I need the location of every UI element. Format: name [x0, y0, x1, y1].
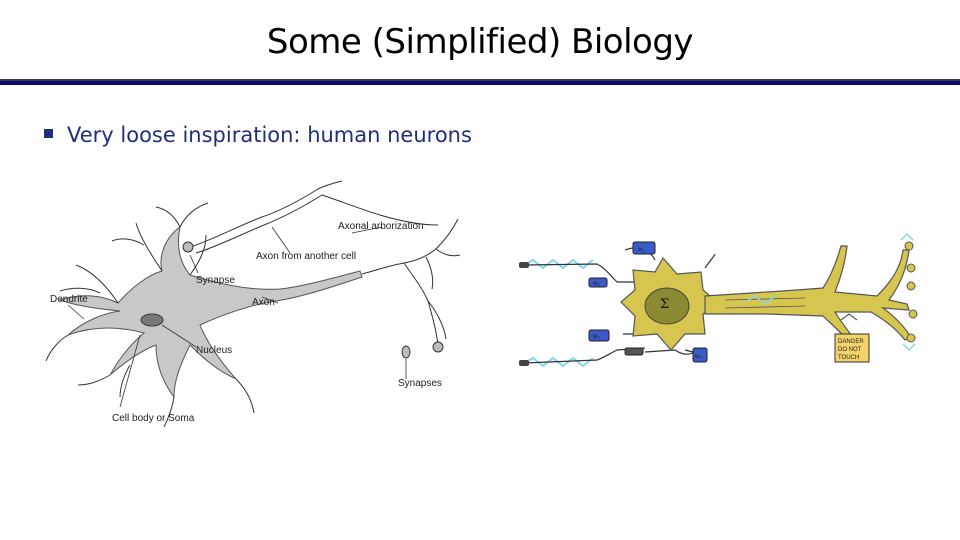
danger-sign-line: TOUCH [838, 355, 859, 361]
label-axonal-arborization: Axonal arborization [338, 221, 424, 232]
weight-box-icon [588, 277, 608, 288]
axon-texture [724, 297, 806, 309]
input-plug-icons [519, 262, 529, 366]
input-spark-lines [522, 258, 594, 368]
label-dendrite: Dendrite [50, 294, 88, 305]
weight-box-icon [624, 347, 644, 356]
weight-box-icon [632, 241, 656, 255]
weight-boxes: w₁ w₂ w₃ w₄ [588, 241, 708, 363]
label-synapse: Synapse [196, 275, 235, 286]
nucleus-shape [140, 313, 164, 327]
leader-lines [67, 226, 407, 408]
sum-symbol: Σ [660, 297, 669, 312]
weight-box-icon [588, 329, 610, 342]
bullet-square-icon [44, 129, 53, 138]
dendrite-lines [45, 202, 255, 428]
output-terminal-icons [904, 241, 918, 343]
slide-title: Some (Simplified) Biology [266, 22, 694, 62]
danger-sign-line: DANGER [838, 339, 864, 345]
label-synapses: Synapses [398, 378, 442, 389]
weight-box-icon [692, 347, 708, 363]
title-divider [0, 79, 960, 85]
label-axon: Axon [252, 297, 275, 308]
biological-neuron-diagram: Axonal arborization Axon from another ce… [45, 180, 461, 428]
label-cell-body: Cell body or Soma [112, 413, 195, 424]
danger-sign-board [834, 333, 870, 363]
weight-label: w₂ [592, 281, 600, 287]
axon-lines [189, 180, 461, 346]
cartoon-neuron-illustration: Σ w₁ w₂ w₃ w₄ DANGER DO NOT TOUCH [519, 232, 918, 368]
output-spark-lines [744, 232, 916, 352]
synapse-bulb [432, 341, 444, 353]
danger-sign-line: DO NOT [838, 347, 862, 353]
danger-sign: DANGER DO NOT TOUCH [834, 313, 870, 363]
weight-label: w₃ [592, 334, 600, 340]
cartoon-axon [704, 245, 912, 343]
weight-label: w₁ [637, 247, 644, 253]
synapse-bulb [401, 345, 411, 359]
weight-label: w₄ [694, 354, 702, 360]
synapse-bulb [182, 241, 194, 253]
label-nucleus: Nucleus [196, 345, 232, 356]
bullet-text: Very loose inspiration: human neurons [67, 123, 472, 147]
nucleus-circle [644, 287, 690, 325]
bullet-item: Very loose inspiration: human neurons [44, 123, 472, 147]
label-axon-from-another-cell: Axon from another cell [256, 251, 356, 262]
